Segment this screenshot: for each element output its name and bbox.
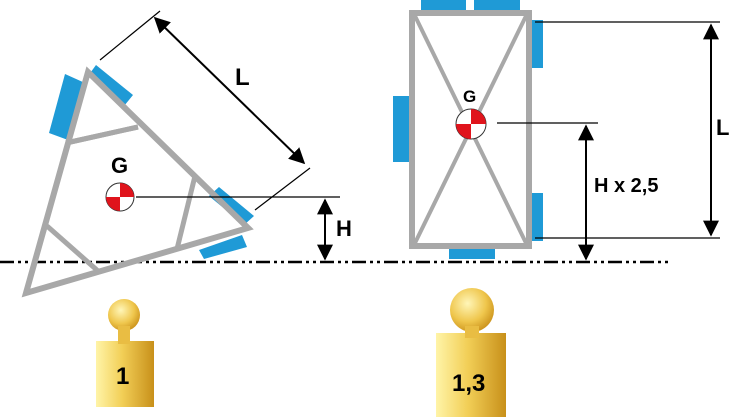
left-tilted-frame (21, 65, 254, 298)
foot-pad (393, 96, 409, 162)
right-weight: 1,3 (436, 288, 506, 417)
right-height-label: H x 2,5 (594, 175, 658, 197)
foot-pad (199, 235, 247, 259)
left-cg-symbol: G (105, 153, 135, 212)
left-weight-label: 1 (116, 363, 129, 390)
foot-pad (449, 246, 495, 259)
foot-pad (49, 74, 85, 140)
foot-pad (421, 0, 466, 13)
left-height-dimension: H (136, 196, 352, 261)
right-height-dimension: H x 2,5 (497, 122, 658, 261)
foot-pad (530, 193, 543, 241)
left-length-label: L (235, 64, 250, 91)
right-length-label: L (716, 115, 729, 140)
right-cg-symbol: G (455, 87, 487, 140)
frame-brace (65, 124, 139, 146)
frame-brace (45, 224, 100, 273)
left-length-dimension: L (99, 10, 311, 211)
left-weight: 1 (96, 299, 154, 407)
rectangle-frame (409, 10, 532, 249)
foot-pad (88, 65, 133, 106)
foot-pad (474, 0, 520, 13)
right-weight-label: 1,3 (452, 370, 485, 397)
right-cg-label: G (463, 87, 476, 106)
frame-brace (174, 175, 198, 250)
left-height-label: H (336, 216, 352, 241)
foot-pad (530, 20, 543, 68)
right-length-dimension: L (535, 21, 729, 239)
left-cg-label: G (111, 153, 128, 178)
